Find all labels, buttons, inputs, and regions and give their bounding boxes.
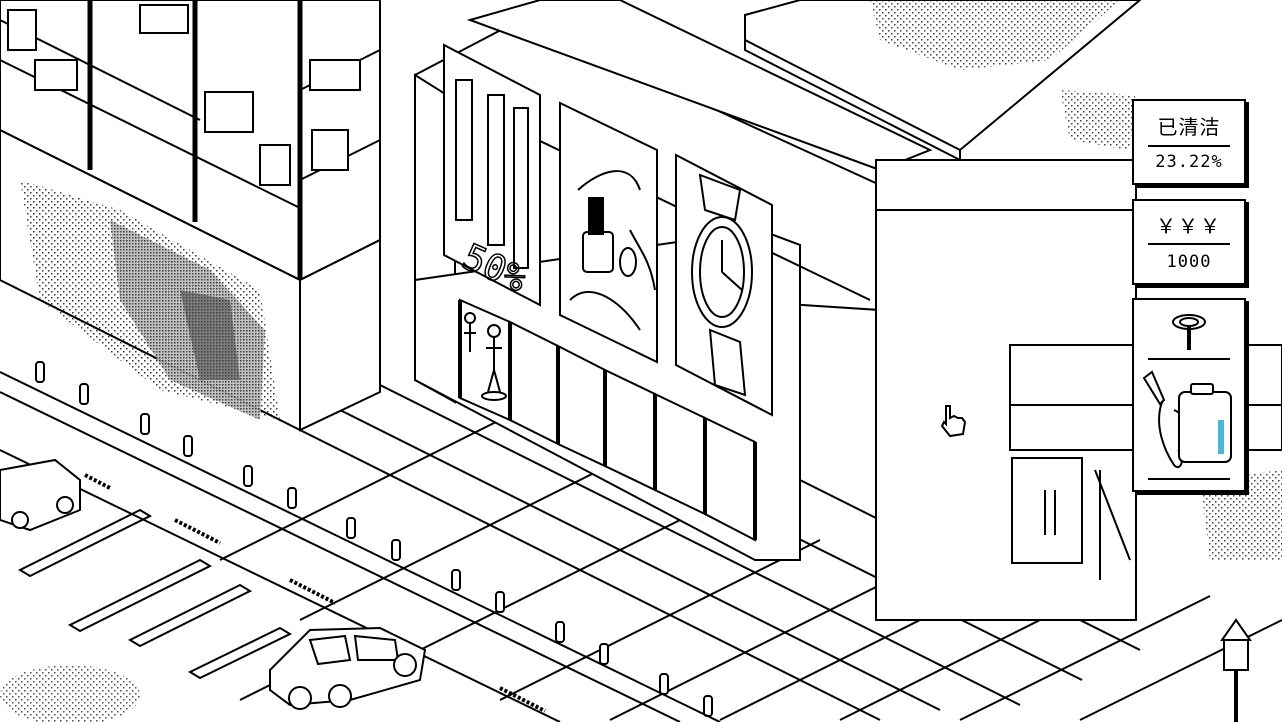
dirt-spot-bottom	[0, 665, 140, 722]
water-tank-level	[1218, 420, 1224, 454]
dirt-patches-right	[870, 0, 1282, 560]
panel-divider	[1148, 358, 1230, 360]
mannequins	[464, 312, 507, 401]
panel-divider	[1148, 243, 1230, 245]
spray-nozzle-icon[interactable]	[1172, 314, 1206, 350]
cleaned-progress-panel: 已清洁 23.22%	[1132, 99, 1246, 185]
street-lamp	[1220, 618, 1252, 722]
panel-divider	[1148, 145, 1230, 147]
storefront-windows	[458, 298, 757, 542]
cleaned-label: 已清洁	[1157, 115, 1221, 139]
clothing-racks	[7, 4, 361, 186]
lipstick-poster	[559, 101, 658, 364]
curb-lines	[0, 371, 721, 722]
parking-lot	[17, 473, 546, 713]
panel-divider	[1148, 478, 1230, 480]
money-value: 1000	[1166, 252, 1212, 272]
pressure-washer-icon[interactable]	[1142, 370, 1232, 469]
sale-poster	[443, 43, 541, 307]
graffiti-dirt	[20, 180, 280, 420]
hand-cursor-icon	[940, 405, 967, 438]
cleaned-percent: 23.22%	[1155, 152, 1223, 172]
watch-poster	[675, 153, 773, 417]
money-panel: ￥￥￥ 1000	[1132, 199, 1246, 285]
bollards	[35, 361, 713, 717]
money-label: ￥￥￥	[1156, 214, 1222, 238]
tool-panel[interactable]	[1132, 298, 1246, 492]
parked-car-bottom	[269, 626, 427, 710]
parked-car-left	[0, 458, 81, 532]
